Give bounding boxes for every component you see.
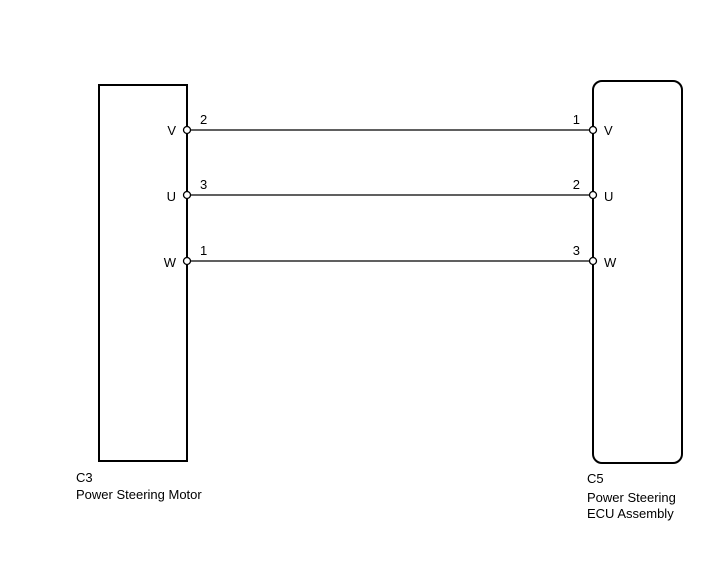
left-pin-terminal (182, 256, 192, 266)
right-component-name-line-2: ECU Assembly (587, 506, 674, 521)
wire-v: V 2 1 V (167, 112, 613, 138)
right-component-name-line-1: Power Steering (587, 490, 676, 505)
power-steering-motor-box (98, 84, 188, 462)
right-component-code: C5 (587, 471, 604, 486)
left-pin-terminal (182, 190, 192, 200)
right-pin-number: 2 (573, 177, 580, 192)
right-signal-label: V (604, 123, 613, 138)
left-component-name: Power Steering Motor (76, 487, 202, 502)
right-pin-terminal (588, 190, 598, 200)
wire-w: W 1 3 W (164, 243, 617, 270)
right-signal-label: W (604, 255, 617, 270)
left-signal-label: W (164, 255, 177, 270)
right-pin-number: 3 (573, 243, 580, 258)
left-signal-label: U (167, 189, 176, 204)
wire-u: U 3 2 U (167, 177, 614, 204)
right-signal-label: U (604, 189, 613, 204)
left-pin-number: 3 (200, 177, 207, 192)
left-pin-number: 2 (200, 112, 207, 127)
left-component-code: C3 (76, 470, 93, 485)
right-pin-number: 1 (573, 112, 580, 127)
left-signal-label: V (167, 123, 176, 138)
left-pin-number: 1 (200, 243, 207, 258)
right-pin-terminal (588, 125, 598, 135)
right-pin-terminal (588, 256, 598, 266)
power-steering-ecu-box (592, 80, 683, 464)
left-pin-terminal (182, 125, 192, 135)
